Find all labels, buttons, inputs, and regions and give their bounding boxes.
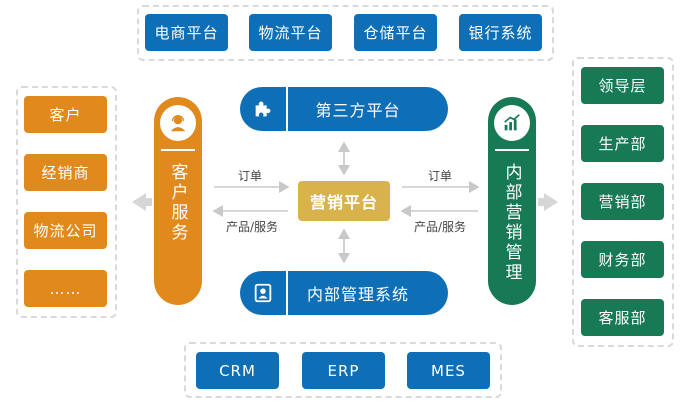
ecommerce-platform-box: 电商平台	[145, 14, 228, 51]
left-item-dealer: 经销商	[24, 154, 107, 191]
bottom-systems-group	[184, 342, 502, 398]
top-platforms-group	[137, 5, 554, 61]
left-item-customer: 客户	[24, 96, 107, 133]
id-card-icon	[240, 271, 288, 315]
left-item-logistics-company: 物流公司	[24, 212, 107, 249]
bank-system-box: 银行系统	[459, 14, 542, 51]
third-party-platform-pill: 第三方平台	[240, 87, 448, 131]
customer-service-divider	[161, 149, 195, 151]
chevron-to-left-items	[132, 193, 152, 211]
right-items-group	[572, 57, 674, 347]
mes-box: MES	[407, 352, 490, 389]
left-product-label: 产品/服务	[226, 220, 279, 234]
logistics-platform-box: 物流平台	[249, 14, 332, 51]
left-order-label: 订单	[238, 169, 263, 183]
user-headset-icon	[160, 105, 196, 141]
crm-box: CRM	[196, 352, 279, 389]
left-items-group	[16, 86, 117, 318]
right-item-marketing: 营销部	[581, 183, 664, 220]
puzzle-icon	[240, 87, 288, 131]
right-item-finance: 财务部	[581, 241, 664, 278]
erp-box: ERP	[302, 352, 385, 389]
left-item-more: ……	[24, 270, 107, 307]
right-item-customer-service: 客服部	[581, 299, 664, 336]
third-party-label: 第三方平台	[315, 101, 401, 120]
internal-marketing-divider	[495, 149, 529, 151]
right-item-leadership: 领导层	[581, 67, 664, 104]
bar-chart-icon	[494, 105, 530, 141]
right-item-production: 生产部	[581, 125, 664, 162]
internal-system-label: 内部管理系统	[306, 285, 409, 304]
right-product-label: 产品/服务	[414, 220, 467, 234]
customer-service-column: 客户服务	[154, 97, 202, 305]
internal-system-pill: 内部管理系统	[240, 271, 448, 315]
internal-marketing-column: 内部营销管理	[488, 97, 536, 305]
customer-service-label: 客户服务	[167, 163, 188, 243]
right-order-label: 订单	[428, 169, 453, 183]
internal-marketing-label: 内部营销管理	[501, 163, 522, 283]
warehouse-platform-box: 仓储平台	[354, 14, 437, 51]
marketing-platform-box: 营销平台	[298, 181, 390, 221]
chevron-to-right-items	[538, 193, 558, 211]
